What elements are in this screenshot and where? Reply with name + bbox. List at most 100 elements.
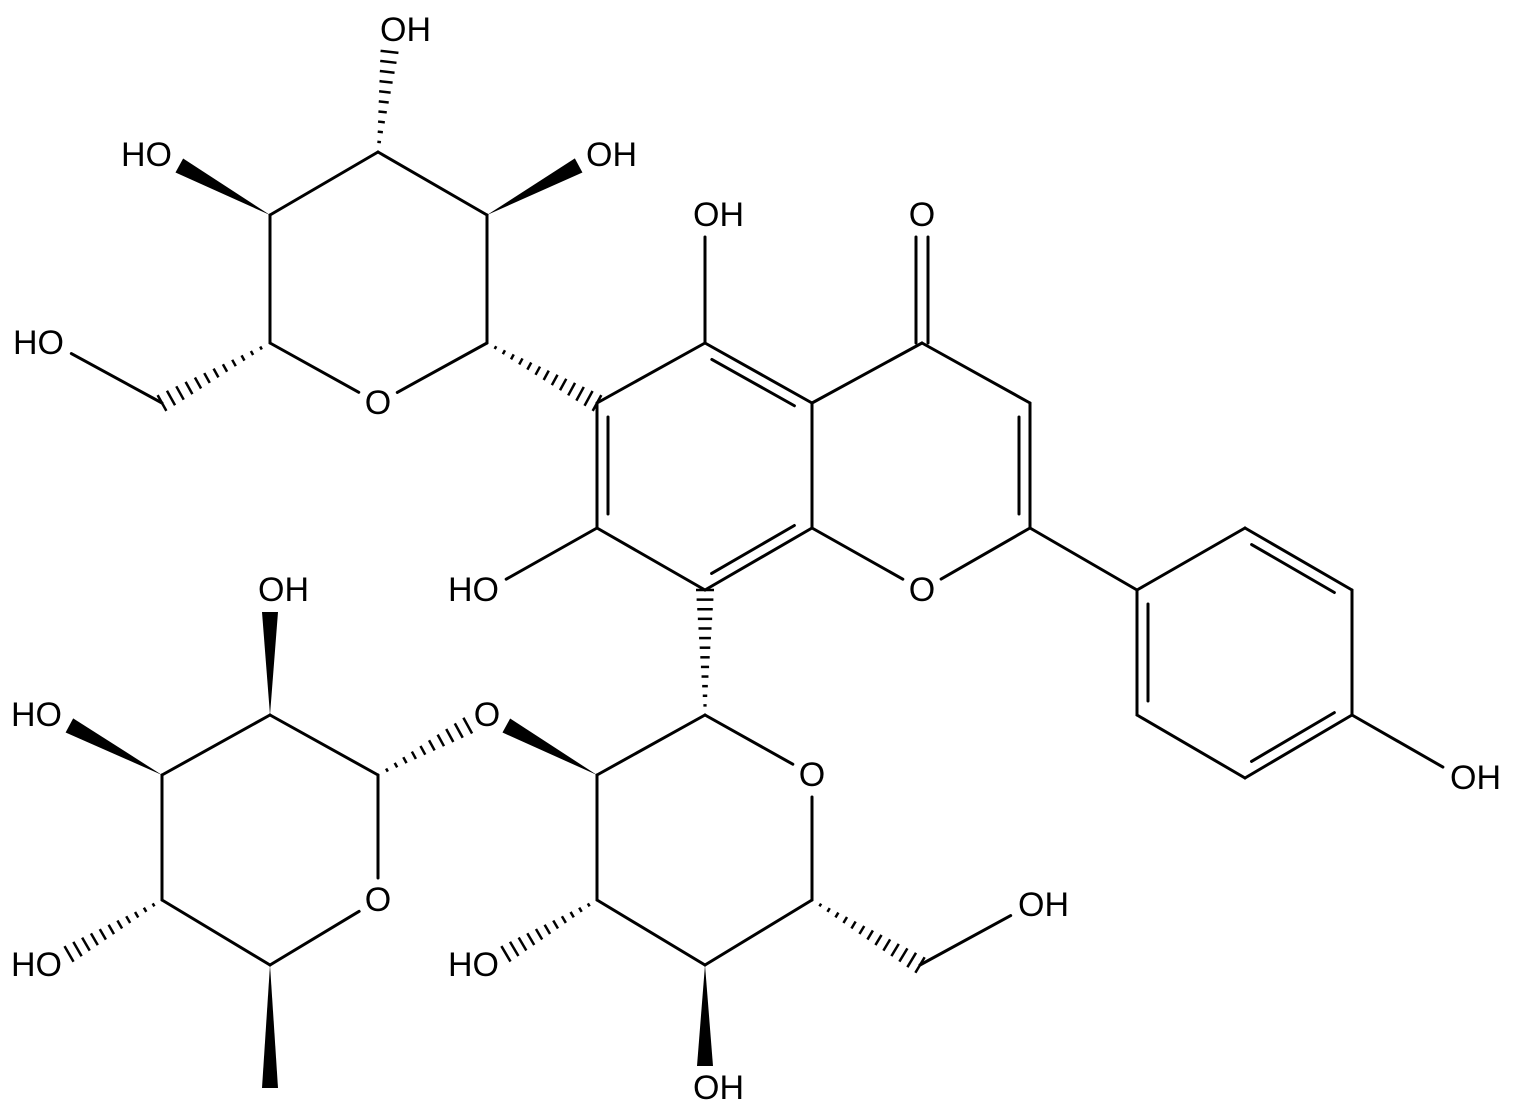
atom-label-glc8-CH2OH: OH bbox=[1018, 886, 1069, 924]
hash-bond bbox=[419, 745, 427, 756]
bond bbox=[810, 341, 924, 405]
hash-bond bbox=[427, 739, 436, 752]
double-bond-inner bbox=[710, 524, 796, 575]
bond bbox=[69, 352, 164, 405]
hash-bond bbox=[834, 911, 840, 919]
hash-bond bbox=[81, 936, 91, 952]
bond bbox=[268, 909, 361, 967]
hash-bond bbox=[462, 717, 474, 735]
bond bbox=[918, 914, 1013, 967]
bonds bbox=[63, 49, 1445, 1088]
hash-bond bbox=[151, 902, 156, 908]
bond bbox=[1135, 713, 1247, 780]
hash-bond bbox=[508, 941, 520, 957]
hash-bond bbox=[558, 378, 568, 391]
atom-label-glc6-CH2OH: HO bbox=[13, 324, 64, 362]
hash-bond bbox=[445, 728, 455, 743]
atom-label-rha-OH2: OH bbox=[258, 571, 309, 609]
hash-bond bbox=[410, 750, 418, 760]
atom-label-carbonyl-O: O bbox=[909, 196, 935, 234]
hash-bond bbox=[212, 368, 220, 378]
wedge-bond bbox=[175, 158, 270, 215]
hash-bond bbox=[526, 361, 533, 371]
atom-label-glc8-OH3: HO bbox=[448, 946, 499, 984]
wedge-bond bbox=[502, 718, 597, 775]
hash-bond bbox=[380, 59, 397, 65]
atom-label-rha-ring-O: O bbox=[365, 881, 391, 919]
hash-bond bbox=[259, 345, 263, 351]
hash-bond bbox=[72, 941, 83, 957]
hash-bond bbox=[175, 385, 185, 401]
bond bbox=[595, 341, 707, 405]
hash-bond bbox=[379, 79, 393, 84]
bond bbox=[703, 898, 814, 967]
double-bond bbox=[1243, 526, 1354, 592]
hash-bond bbox=[221, 363, 229, 373]
hash-bond bbox=[231, 359, 237, 367]
hash-bond bbox=[63, 945, 75, 963]
hash-bond bbox=[142, 907, 148, 913]
hash-bond bbox=[385, 767, 389, 773]
double-bond bbox=[703, 526, 814, 592]
double-bond bbox=[1243, 713, 1354, 780]
hash-bond bbox=[240, 354, 246, 362]
double-bond-inner bbox=[710, 357, 796, 408]
bond bbox=[595, 713, 707, 777]
hash-bond bbox=[379, 69, 395, 74]
hash-bond bbox=[542, 370, 550, 381]
bond bbox=[160, 898, 272, 967]
hash-bond bbox=[125, 915, 132, 924]
hash-bond bbox=[567, 382, 577, 397]
atom-label-OH-5: OH bbox=[693, 196, 744, 234]
atom-label-glc6-OH2: OH bbox=[586, 136, 637, 174]
hash-bond bbox=[393, 762, 399, 769]
hash-bond bbox=[116, 919, 124, 930]
atom-label-ring-O1: O bbox=[909, 571, 935, 609]
hash-bond bbox=[436, 734, 446, 747]
hash-bond bbox=[501, 349, 507, 355]
atom-label-glc8-OH4: OH bbox=[693, 1069, 744, 1107]
hash-bond bbox=[882, 938, 892, 952]
double-bond-inner bbox=[1249, 711, 1336, 763]
bond bbox=[939, 526, 1032, 581]
hash-bond bbox=[517, 936, 528, 952]
hash-bond bbox=[898, 947, 909, 963]
hash-bond bbox=[534, 365, 542, 376]
atom-label-rha-OH4: HO bbox=[11, 946, 62, 984]
hash-bond bbox=[453, 722, 464, 739]
hash-bond bbox=[98, 928, 107, 941]
bond bbox=[268, 150, 380, 217]
hash-bond bbox=[578, 907, 583, 913]
hash-bond bbox=[184, 381, 194, 395]
bond bbox=[395, 341, 489, 394]
hash-bond bbox=[518, 357, 524, 366]
wedge-bond bbox=[262, 965, 278, 1088]
atom-label-OH-4prime: OH bbox=[1450, 759, 1501, 797]
bond bbox=[703, 713, 795, 766]
hash-bond bbox=[493, 345, 498, 350]
wedge-bond bbox=[262, 612, 278, 715]
atom-label-rha-OH3: HO bbox=[11, 696, 62, 734]
hash-bond bbox=[133, 911, 140, 919]
atom-label-OH-7: HO bbox=[448, 571, 499, 609]
hash-bond bbox=[89, 932, 99, 946]
hash-bond bbox=[534, 928, 544, 941]
hash-bond bbox=[249, 350, 255, 356]
hash-bond bbox=[818, 902, 823, 908]
hash-bond bbox=[500, 945, 512, 963]
bond bbox=[920, 341, 1032, 405]
hash-bond bbox=[543, 924, 552, 935]
bond bbox=[1028, 526, 1139, 592]
hash-bond bbox=[575, 386, 585, 402]
bond bbox=[1350, 713, 1445, 769]
hash-bond bbox=[560, 915, 567, 924]
hash-bond bbox=[842, 916, 849, 924]
hash-bond bbox=[890, 943, 900, 957]
double-bond bbox=[703, 341, 814, 405]
bond bbox=[595, 526, 707, 592]
double-bond-inner bbox=[1250, 543, 1336, 594]
hash-bond bbox=[193, 376, 203, 390]
bond bbox=[810, 526, 905, 581]
hash-bond bbox=[874, 934, 883, 946]
